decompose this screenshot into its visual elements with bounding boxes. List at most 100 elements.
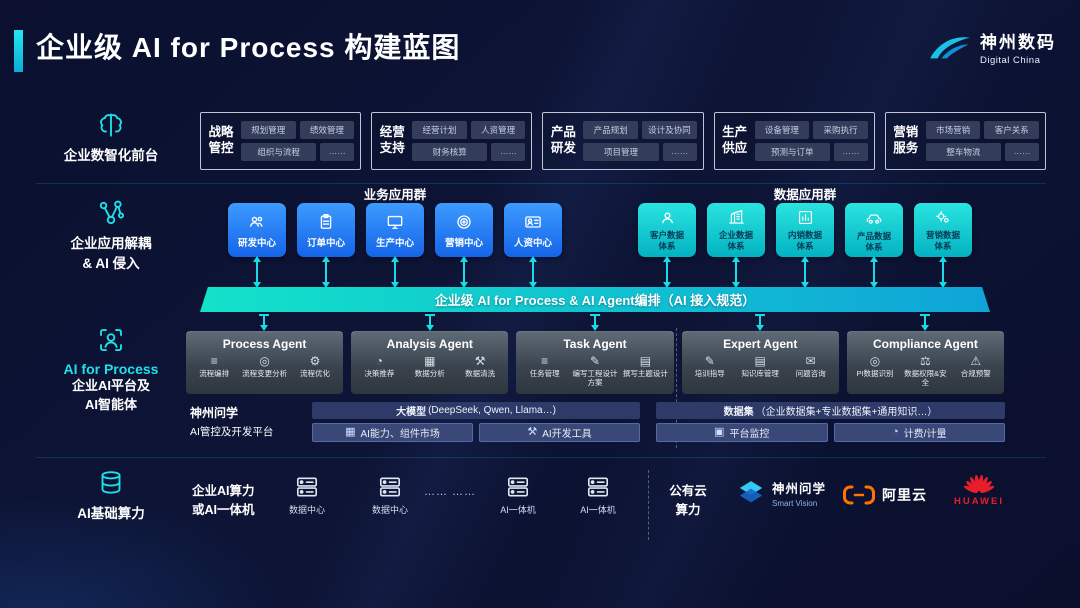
data-tiles-row: 客户数据体系 企业数据体系 内销数据体系 产品数据体系: [638, 203, 972, 257]
agent-item-label: 数据清洗: [465, 369, 496, 378]
agent-item: ▤知识库管理: [735, 355, 785, 378]
id-card-icon: [525, 215, 541, 228]
tile-label: 内销数据体系: [787, 230, 822, 251]
agent-card-expert: Expert Agent ✎培训指导 ▤知识库管理 ✉问题咨询: [681, 331, 839, 394]
rail-label-line: 企业AI平台及: [71, 378, 150, 393]
molecule-icon: [99, 200, 125, 225]
model-bar-strong: 大模型: [396, 407, 427, 418]
node-label: 数据中心: [288, 505, 325, 515]
fo-group-product: 产品研发 产品规划 设计及协同 项目管理 ……: [542, 112, 704, 170]
scan-user-icon: [100, 329, 122, 351]
infra-label-line: 或AI一体机: [192, 503, 255, 518]
agent-item-label: 任务管理: [529, 369, 560, 378]
node-data-center-2: 数据中心: [358, 474, 422, 516]
tile-domestic-sales-data: 内销数据体系: [776, 203, 834, 257]
rail-ai-platform: AI for Process 企业AI平台及 AI智能体: [38, 325, 184, 415]
grid-icon: ▦: [424, 354, 436, 368]
rows-icon: ▤: [639, 354, 652, 368]
gauge-icon: ◔: [892, 426, 899, 438]
flow-arrow-down: [425, 314, 435, 331]
agent-item: ✉问题咨询: [786, 355, 836, 378]
monitor-icon: ▣: [714, 426, 725, 438]
flow-arrow: [253, 256, 261, 288]
tile-customer-data: 客户数据体系: [638, 203, 696, 257]
database-icon: [101, 471, 121, 494]
agent-item-label: 问题咨询: [795, 369, 826, 378]
hammer-icon: ⚒: [474, 354, 486, 368]
model-bar: 大模型 (DeepSeek, Qwen, Llama…): [312, 402, 640, 419]
node-label: AI一体机: [580, 505, 616, 515]
fo-group-operations: 经营支持 经营计划 人资管理 财务核算 ……: [371, 112, 533, 170]
agent-card-process: Process Agent ≡流程编排 ◎流程变更分析 ⚙流程优化: [186, 331, 344, 394]
button-label: 平台监控: [729, 429, 770, 440]
flow-arrow: [870, 256, 878, 288]
agent-item-label: 流程变更分析: [242, 369, 288, 378]
hammer-icon: ⚒: [527, 426, 538, 438]
agent-title: Compliance Agent: [872, 337, 978, 351]
tile-order-center: 订单中心: [297, 203, 355, 257]
agent-item: ≡任务管理: [520, 355, 570, 378]
data-group-header: 数据应用群: [773, 188, 837, 202]
agent-item: ⚒数据清洗: [455, 355, 505, 378]
orchestration-bar: 企业级 AI for Process & AI Agent编排（AI 接入规范）: [200, 287, 990, 312]
flow-arrow: [939, 256, 947, 288]
agent-item: ✎编写工程设计方案: [570, 355, 620, 388]
mail-icon: ✉: [805, 354, 816, 368]
agents-row: Process Agent ≡流程编排 ◎流程变更分析 ⚙流程优化 Analys…: [186, 331, 1005, 394]
warning-icon: ⚠: [970, 354, 982, 368]
partner-huawei: HUAWEI: [948, 468, 1010, 507]
tile-hr-center: 人资中心: [504, 203, 562, 257]
rail-app-decoupling: 企业应用解耦 & AI 侵入: [38, 198, 184, 273]
rail-label-line: & AI 侵入: [82, 255, 140, 271]
section-divider: [676, 328, 677, 448]
fo-chip: 采购执行: [813, 121, 868, 139]
ai-dev-tools-button: ⚒ AI开发工具: [479, 423, 640, 442]
target-icon: [457, 214, 471, 229]
model-bar-rest: (DeepSeek, Qwen, Llama…): [428, 405, 556, 416]
team-icon: [250, 216, 263, 227]
title-accent-bar: [14, 30, 23, 72]
fo-group-marketing: 营销服务 市场营销 客户关系 整车物流 ……: [884, 112, 1047, 170]
tile-label: 营销中心: [444, 237, 483, 249]
model-buttons-row: ▦AI能力、组件市场 ⚒ AI开发工具: [312, 423, 640, 442]
fo-group-strategy: 战略管控 规划管理 绩效管理 组织与流程 ……: [200, 112, 362, 170]
platform-label-line: 神州问学: [190, 406, 239, 420]
tile-label: 生产中心: [375, 237, 414, 249]
fo-chip-more: ……: [662, 143, 697, 161]
front-office-row: 战略管控 规划管理 绩效管理 组织与流程 …… 经营支持 经营计划 人资管理: [200, 112, 1047, 170]
partner-smart-vision: 神州问学 Smart Vision: [736, 478, 826, 508]
agent-item-label: 撰写主题设计: [622, 369, 668, 378]
agent-title: Process Agent: [222, 337, 307, 351]
fo-group-title: 产品研发: [550, 125, 576, 155]
ai-capability-market-button: ▦AI能力、组件市场: [312, 423, 473, 442]
gauge-icon: ◔: [375, 354, 384, 368]
node-data-center-1: 数据中心: [275, 474, 339, 516]
agent-item-label: 知识库管理: [741, 369, 779, 378]
button-label: AI开发工具: [542, 429, 592, 440]
flow-arrow-down: [920, 314, 930, 331]
platform-monitoring-button: ▣ 平台监控: [656, 423, 828, 442]
fo-chip: 整车物流: [925, 143, 1002, 161]
gears-icon: [935, 211, 949, 223]
agent-title: Analysis Agent: [386, 337, 473, 351]
business-tiles-row: 研发中心 订单中心 生产中心 营销中心 人资中心: [228, 203, 562, 257]
fo-chip: 项目管理: [583, 143, 659, 161]
fo-chip: 财务核算: [412, 143, 488, 161]
node-ai-appliance-1: AI一体机: [486, 474, 550, 516]
brand-name-en: Digital China: [980, 55, 1041, 66]
fo-chip: 预测与订单: [754, 143, 830, 161]
fo-group-title: 战略管控: [208, 125, 234, 155]
platform-label-line: AI管控及开发平台: [190, 426, 274, 438]
rail-label-line: 企业应用解耦: [70, 236, 152, 251]
agent-item-label: 培训指导: [694, 369, 725, 378]
cloud-label-line: 公有云: [669, 484, 707, 498]
agent-card-task: Task Agent ≡任务管理 ✎编写工程设计方案 ▤撰写主题设计: [516, 331, 674, 394]
rail-label: 企业数智化前台: [63, 148, 159, 163]
tile-product-data: 产品数据体系: [845, 203, 903, 257]
huawei-logo-icon: [963, 474, 995, 493]
digital-china-swoosh-icon: [930, 37, 970, 59]
fo-chip: 规划管理: [241, 121, 296, 139]
infra-label-line: 企业AI算力: [192, 484, 255, 498]
flow-list-icon: ≡: [210, 354, 218, 368]
